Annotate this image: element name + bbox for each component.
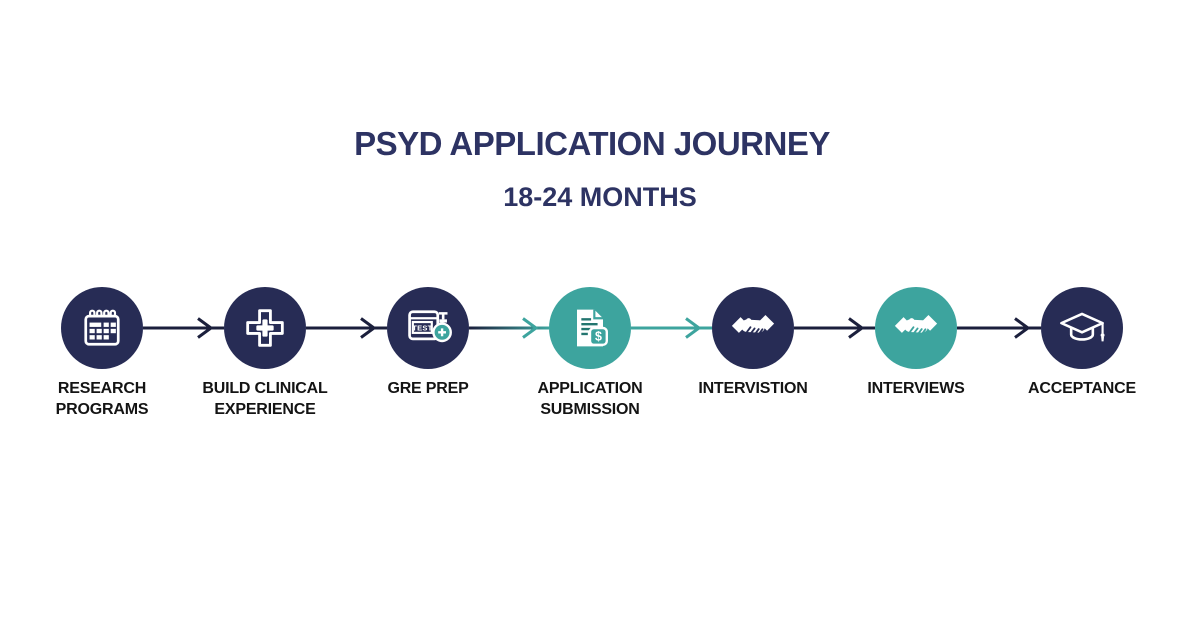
step-circle bbox=[875, 287, 957, 369]
test-icon-text: TEST bbox=[412, 324, 432, 333]
step-label: APPLICATION SUBMISSION bbox=[537, 380, 643, 419]
arrow-research-to-clinical bbox=[143, 317, 224, 339]
step-label: INTERVIEWS bbox=[867, 380, 965, 397]
timeline-step-interviews: INTERVIEWS bbox=[834, 287, 998, 399]
arrow-application-to-intervistion bbox=[631, 317, 712, 339]
arrow-interviews-to-acceptance bbox=[957, 317, 1041, 339]
calendar-icon bbox=[84, 309, 120, 346]
timeline-step-acceptance: ACCEPTANCE bbox=[1000, 287, 1164, 399]
timeline-step-gre-prep: TEST GRE PREP bbox=[346, 287, 510, 399]
dollar-icon-text: $ bbox=[595, 330, 602, 344]
timeline-step-build-clinical-experience: BUILD CLINICAL EXPERIENCE bbox=[183, 287, 347, 420]
medical-cross-icon bbox=[246, 309, 284, 347]
timeline-step-research-programs: RESEARCH PROGRAMS bbox=[20, 287, 184, 420]
step-circle bbox=[712, 287, 794, 369]
step-label: BUILD CLINICAL EXPERIENCE bbox=[202, 380, 328, 419]
arrow-gre-to-application bbox=[469, 317, 549, 339]
step-circle: TEST bbox=[387, 287, 469, 369]
handshake-icon bbox=[894, 315, 938, 335]
step-circle bbox=[61, 287, 143, 369]
timeline-step-application-submission: $ APPLICATION SUBMISSION bbox=[508, 287, 672, 420]
step-circle bbox=[224, 287, 306, 369]
document-fee-icon: $ bbox=[577, 309, 608, 347]
handshake-icon bbox=[731, 315, 775, 335]
step-label: GRE PREP bbox=[387, 380, 469, 397]
step-label: ACCEPTANCE bbox=[1028, 380, 1136, 397]
timeline-step-intervistion: INTERVISTION bbox=[671, 287, 835, 399]
step-circle bbox=[1041, 287, 1123, 369]
page-title: PSYD APPLICATION JOURNEY bbox=[354, 125, 830, 162]
step-label: RESEARCH PROGRAMS bbox=[55, 380, 149, 419]
page-subtitle: 18-24 MONTHS bbox=[503, 182, 697, 212]
arrow-clinical-to-gre bbox=[306, 317, 387, 339]
test-clipboard-icon: TEST bbox=[408, 310, 452, 343]
arrow-intervistion-to-interviews bbox=[794, 317, 875, 339]
step-circle: $ bbox=[549, 287, 631, 369]
graduation-cap-icon bbox=[1060, 312, 1105, 342]
step-label: INTERVISTION bbox=[698, 380, 808, 397]
